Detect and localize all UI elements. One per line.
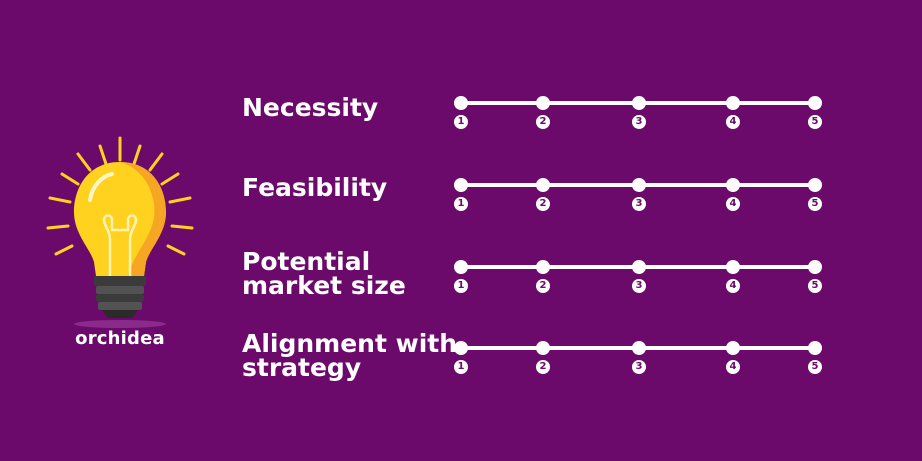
scale-number-1: 1 [454,115,468,129]
brand-name: orchidea [75,328,165,349]
scale-number-4: 4 [726,197,740,211]
scale-number-4: 4 [726,115,740,129]
criterion-label-line1: Potential [242,247,371,276]
scale-number-4: 4 [726,279,740,293]
scale-point-4[interactable] [726,260,740,274]
scale-point-4[interactable] [726,178,740,192]
scale-point-4[interactable] [726,341,740,355]
scale-number-3: 3 [632,197,646,211]
scale-point-1[interactable] [454,341,468,355]
scale-number-5: 5 [808,360,822,374]
scale-point-5[interactable] [808,260,822,274]
criterion-label-line1: Alignment with [242,329,458,358]
scale-point-5[interactable] [808,96,822,110]
criterion-label-line2: market size [242,271,406,300]
scale-number-3: 3 [632,279,646,293]
scale-point-2[interactable] [536,260,550,274]
scale-point-1[interactable] [454,96,468,110]
scale-number-2: 2 [536,279,550,293]
scale-point-1[interactable] [454,178,468,192]
scale-number-5: 5 [808,115,822,129]
lightbulb-icon [46,136,194,328]
scale-point-5[interactable] [808,178,822,192]
scale-number-4: 4 [726,360,740,374]
criterion-label-line1: Necessity [242,93,379,122]
scale-number-2: 2 [536,115,550,129]
lightbulb-illustration [38,130,208,330]
scale-number-5: 5 [808,197,822,211]
rating-scale-necessity: 1 2 3 4 5 [454,95,834,129]
scale-point-2[interactable] [536,96,550,110]
scale-number-1: 1 [454,279,468,293]
scale-point-2[interactable] [536,178,550,192]
scale-point-3[interactable] [632,260,646,274]
scale-point-5[interactable] [808,341,822,355]
criterion-label-line1: Feasibility [242,173,388,202]
criterion-label-necessity: Necessity [242,93,379,122]
brand-logo: orchidea [0,328,240,349]
scale-point-2[interactable] [536,341,550,355]
rating-scale-feasibility: 1 2 3 4 5 [454,177,834,211]
criterion-label-feasibility: Feasibility [242,173,388,202]
scale-point-1[interactable] [454,260,468,274]
rating-scale-market-size: 1 2 3 4 5 [454,259,834,293]
scale-number-1: 1 [454,197,468,211]
scale-point-4[interactable] [726,96,740,110]
scale-point-3[interactable] [632,341,646,355]
scale-number-5: 5 [808,279,822,293]
scale-number-1: 1 [454,360,468,374]
criterion-label-market-size: Potential market size [242,247,406,300]
scale-point-3[interactable] [632,178,646,192]
scale-number-2: 2 [536,197,550,211]
scale-number-3: 3 [632,360,646,374]
criterion-label-alignment: Alignment with strategy [242,329,458,382]
criterion-label-line2: strategy [242,353,362,382]
scale-number-2: 2 [536,360,550,374]
scale-point-3[interactable] [632,96,646,110]
rating-scale-alignment: 1 2 3 4 5 [454,340,834,374]
scale-number-3: 3 [632,115,646,129]
